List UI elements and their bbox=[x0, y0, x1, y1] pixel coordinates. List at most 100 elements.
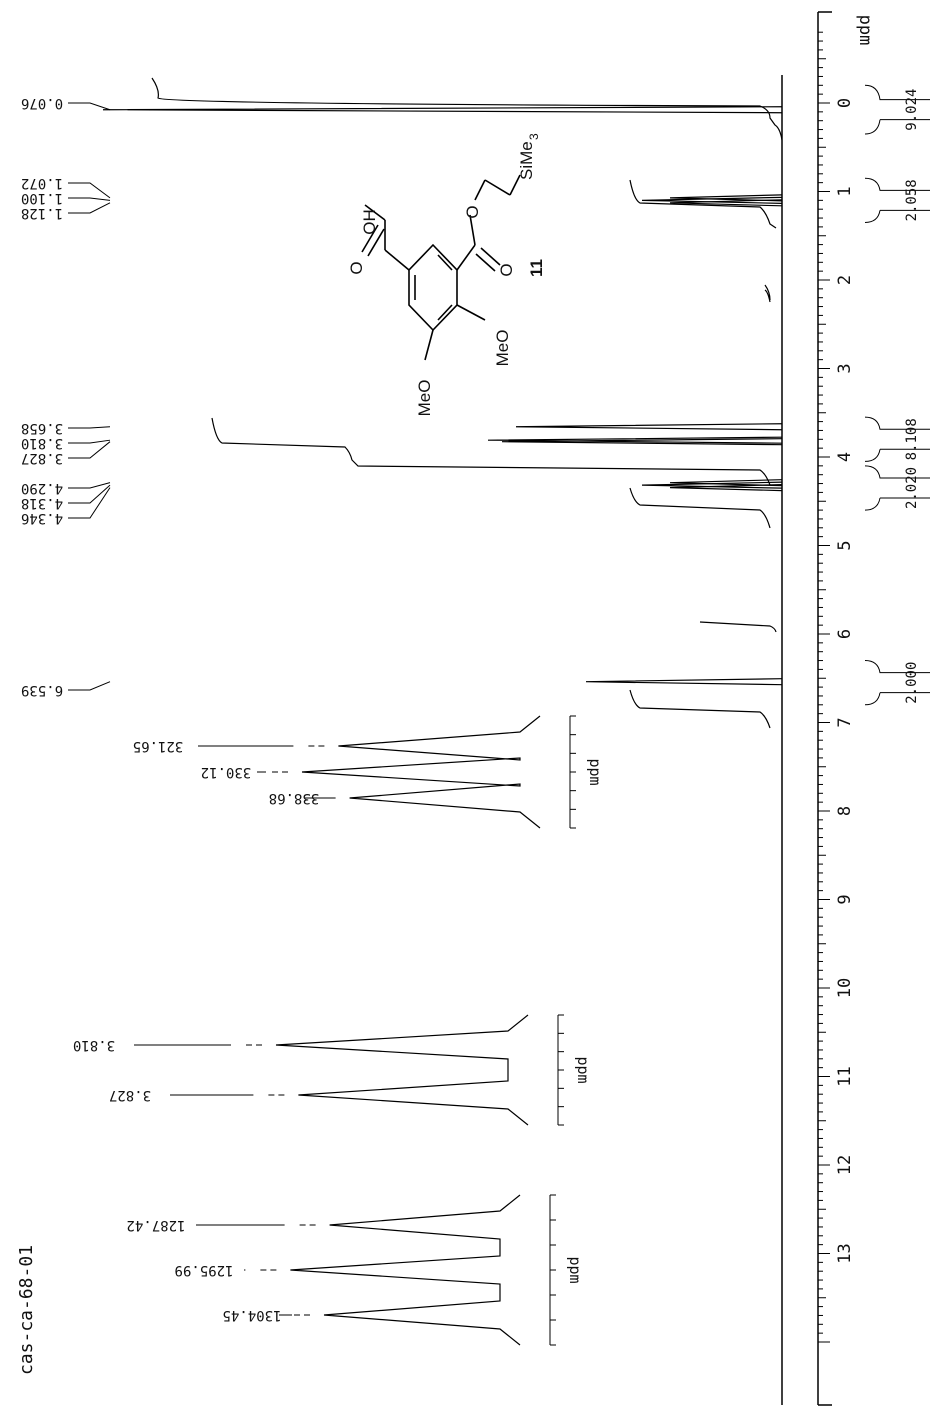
expansion-insets: ppm321.65330.12338.68ppm3.8103.827ppm128… bbox=[73, 715, 604, 1346]
bond-ring-ome-top bbox=[424, 329, 434, 361]
spectrum-peak bbox=[487, 436, 783, 444]
bond-ch2 bbox=[384, 249, 410, 271]
inset-peak-label: 321.65 bbox=[133, 738, 184, 754]
peak-label-leader bbox=[68, 441, 111, 459]
inset-peak-label: 1287.42 bbox=[126, 1217, 185, 1233]
integral-bracket bbox=[864, 465, 930, 511]
peak-label-leader bbox=[68, 102, 111, 111]
peak-label: 4.318 bbox=[21, 495, 63, 511]
axis-tick-label: 11 bbox=[835, 1066, 855, 1086]
peak-label-leader bbox=[68, 202, 111, 214]
bond-ester-o bbox=[469, 214, 476, 246]
axis-tick-label: 1 bbox=[835, 186, 855, 196]
axis-tick-label: 4 bbox=[835, 452, 855, 462]
label-o-carbonyl: O bbox=[497, 263, 516, 276]
inset-curve bbox=[275, 1014, 529, 1126]
peak-label: 1.128 bbox=[21, 205, 63, 221]
peak-label-leader bbox=[68, 484, 111, 504]
integral-value: 8.108 bbox=[904, 418, 920, 460]
spectrum-peak bbox=[641, 196, 783, 204]
bond-ester-co-2 bbox=[475, 253, 496, 272]
axis-minor-ticks bbox=[818, 31, 826, 1334]
spectrum-peak bbox=[669, 194, 783, 202]
label-o-acid: O bbox=[347, 261, 366, 274]
axis-tick-label: 2 bbox=[835, 275, 855, 285]
bond-c-oh bbox=[364, 204, 386, 221]
peak-label: 6.539 bbox=[21, 682, 63, 698]
inset-axis-label: ppm bbox=[574, 1056, 592, 1083]
ring-double-bond-3 bbox=[437, 304, 453, 321]
label-sime3: SiMe 3 bbox=[517, 133, 541, 180]
peak-label-leader bbox=[68, 681, 111, 691]
axis-tick-label: 3 bbox=[835, 363, 855, 373]
inset-axis-label: ppm bbox=[586, 758, 604, 785]
spectrum-peak bbox=[515, 423, 783, 431]
integral-bracket bbox=[864, 177, 930, 223]
axis-major-ticks bbox=[818, 102, 830, 1343]
inset-peak-label: 330.12 bbox=[201, 764, 252, 780]
inset-curve bbox=[290, 1194, 521, 1346]
integral-curve-ch2co bbox=[764, 284, 771, 303]
integral-curve-cooh bbox=[699, 621, 777, 633]
inset-peak-label: 3.810 bbox=[73, 1037, 115, 1053]
peak-label: 3.810 bbox=[21, 435, 63, 451]
peak-label: 1.100 bbox=[21, 190, 63, 206]
spectrum-peak bbox=[669, 479, 783, 487]
axis-tick-label: 13 bbox=[835, 1243, 855, 1263]
spectrum-peak bbox=[641, 481, 783, 489]
bond-ester bbox=[456, 244, 476, 271]
bond-o-ch2 bbox=[474, 179, 486, 201]
bond-c-o-double-2 bbox=[367, 228, 385, 257]
inset-1: ppm 321.65 330.12 338.68 bbox=[133, 715, 604, 829]
spectrum-peak bbox=[669, 484, 783, 492]
inset-peak-label: 1304.45 bbox=[222, 1307, 281, 1323]
integral-curve-ome bbox=[211, 417, 771, 486]
peak-label-leader bbox=[68, 182, 111, 199]
peak-label: 1.072 bbox=[21, 175, 63, 191]
peak-label-leader bbox=[68, 426, 111, 429]
peak-label: 0.076 bbox=[21, 95, 63, 111]
inset-peak-label: 338.68 bbox=[269, 790, 320, 806]
ring-double-bond-2 bbox=[437, 254, 453, 271]
axis-tick-label: 8 bbox=[835, 806, 855, 816]
spectrum-peak bbox=[501, 438, 783, 446]
spectrum-peak bbox=[585, 678, 783, 686]
bond-c-o-double bbox=[361, 224, 379, 253]
spectrum-peaks bbox=[102, 106, 783, 686]
peak-label-leader bbox=[68, 439, 111, 444]
label-sime3-sub: 3 bbox=[527, 133, 541, 140]
label-o-ester: O bbox=[463, 205, 482, 218]
integral-bracket bbox=[864, 660, 930, 706]
chemical-structure bbox=[361, 174, 521, 361]
inset-peak-label: 3.827 bbox=[109, 1087, 151, 1103]
label-compound-number: 11 bbox=[527, 259, 546, 277]
integral-bracket bbox=[864, 416, 930, 462]
axis-tick-label: 9 bbox=[835, 894, 855, 904]
inset-curve bbox=[301, 715, 541, 829]
label-sime3-main: SiMe bbox=[517, 141, 536, 180]
bond-ch2-si bbox=[509, 174, 521, 196]
peak-label: 4.290 bbox=[21, 480, 63, 496]
peak-label-leader bbox=[68, 487, 111, 519]
peak-label: 3.658 bbox=[21, 420, 63, 436]
integral-curve-tms bbox=[151, 77, 783, 141]
benzene-ring bbox=[408, 243, 458, 332]
spectrum-peak bbox=[102, 106, 783, 114]
integral-value: 2.000 bbox=[904, 662, 920, 704]
spectrum-peak bbox=[669, 199, 783, 207]
peak-label-leader bbox=[68, 197, 111, 201]
bond-ester-co bbox=[480, 247, 501, 266]
inset-peak-label: 1295.99 bbox=[174, 1262, 233, 1278]
integral-curve-arh bbox=[629, 689, 771, 729]
peak-label: 3.827 bbox=[21, 450, 63, 466]
peak-label-leader bbox=[68, 482, 111, 489]
sample-id: cas-ca-68-01 bbox=[16, 1245, 37, 1375]
integral-bracket bbox=[864, 84, 930, 135]
axis-tick-label: 7 bbox=[835, 717, 855, 727]
structure-labels: OH O O O SiMe 3 MeO MeO 11 bbox=[347, 133, 546, 416]
axis-tick-label: 5 bbox=[835, 540, 855, 550]
